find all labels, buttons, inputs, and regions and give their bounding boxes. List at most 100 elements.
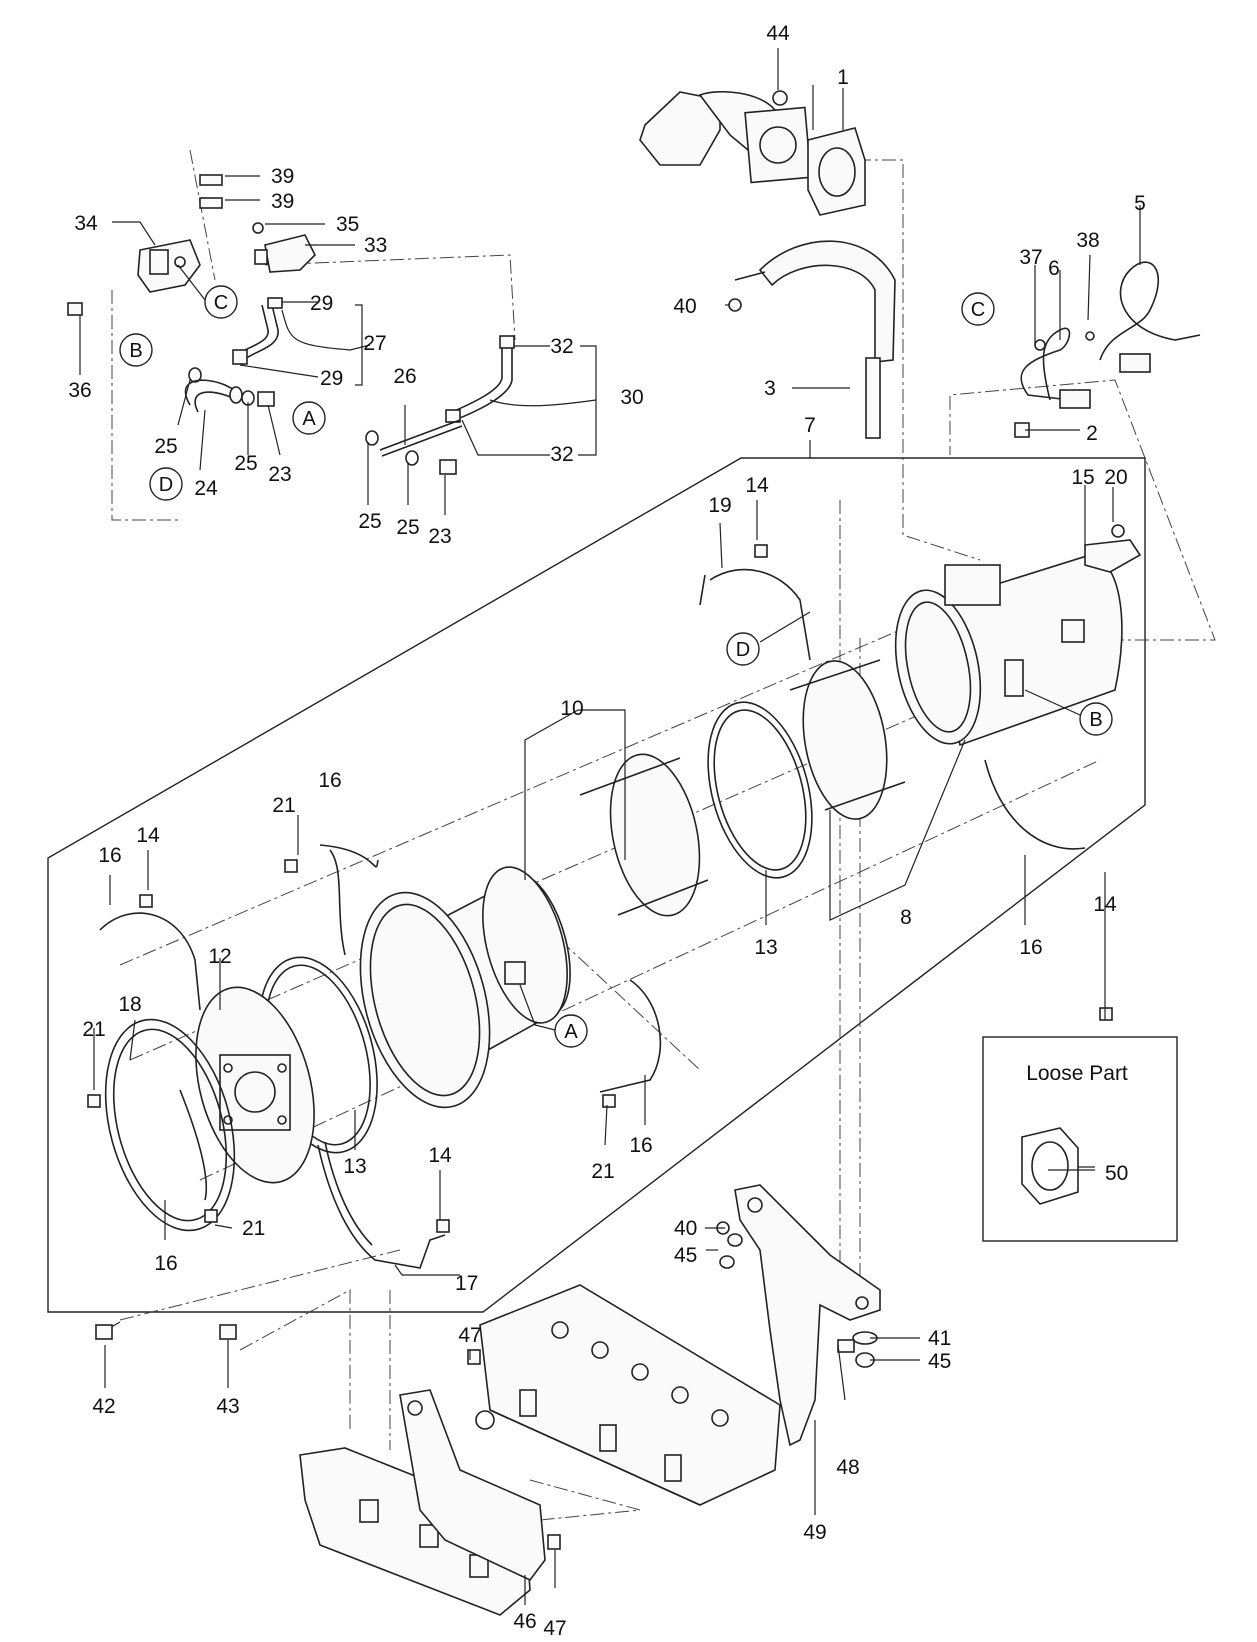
label-12: 12 xyxy=(208,945,231,968)
pipe-24 xyxy=(184,379,243,413)
svg-text:B: B xyxy=(129,340,142,362)
dpf-outlet-housing xyxy=(894,554,1123,747)
filter-element-8 xyxy=(789,659,906,820)
label-13-left: 13 xyxy=(343,1155,366,1178)
strap-3 xyxy=(728,240,896,439)
callout-C-top: C xyxy=(204,285,238,319)
label-30: 30 xyxy=(620,386,643,409)
svg-text:B: B xyxy=(1089,709,1102,731)
callout-D-right: D xyxy=(726,632,760,666)
label-44: 44 xyxy=(766,22,790,45)
label-7: 7 xyxy=(804,414,816,437)
callout-C-right: C xyxy=(961,292,995,326)
label-17: 17 xyxy=(455,1272,478,1295)
label-20: 20 xyxy=(1104,466,1127,489)
label-45-b: 45 xyxy=(928,1350,951,1373)
doc-element-10 xyxy=(579,753,709,917)
label-41: 41 xyxy=(928,1327,951,1350)
label-32-bottom: 32 xyxy=(550,443,573,466)
label-34: 34 xyxy=(74,212,98,235)
label-21-center: 21 xyxy=(591,1160,614,1183)
exhaust-manifold xyxy=(299,1447,531,1616)
bolts xyxy=(87,422,1113,1550)
cylinder-head xyxy=(479,1284,781,1506)
pressure-sensor-33 xyxy=(252,222,316,273)
clamp-19 xyxy=(699,568,811,661)
label-25-a: 25 xyxy=(154,435,177,458)
label-39-a: 39 xyxy=(271,165,294,188)
label-6: 6 xyxy=(1048,257,1060,280)
label-42: 42 xyxy=(92,1395,115,1418)
label-14-left: 14 xyxy=(136,824,160,847)
label-36: 36 xyxy=(68,379,91,402)
label-18: 18 xyxy=(118,993,141,1016)
label-23-a: 23 xyxy=(268,463,291,486)
label-10: 10 xyxy=(560,697,583,720)
label-43: 43 xyxy=(216,1395,239,1418)
pipe-26 xyxy=(379,419,463,457)
label-23-b: 23 xyxy=(428,525,451,548)
loose-part-box xyxy=(982,1036,1178,1242)
label-25-c: 25 xyxy=(358,510,381,533)
bracket-15 xyxy=(1084,524,1142,573)
label-47-top: 47 xyxy=(458,1324,481,1347)
label-1: 1 xyxy=(837,66,849,89)
bracket-17 xyxy=(317,1141,446,1269)
label-40-bottom: 40 xyxy=(674,1217,697,1240)
leader-lines xyxy=(79,48,1141,1605)
label-50: 50 xyxy=(1105,1162,1128,1185)
label-16-bottom: 16 xyxy=(154,1252,177,1275)
label-5: 5 xyxy=(1134,192,1146,215)
label-27: 27 xyxy=(363,332,386,355)
label-14-bottom: 14 xyxy=(428,1144,452,1167)
gasket-13-right xyxy=(707,701,813,879)
flange-18 xyxy=(104,1018,236,1232)
label-14-right: 14 xyxy=(1093,893,1117,916)
svg-text:C: C xyxy=(214,292,228,314)
label-25-b: 25 xyxy=(234,452,257,475)
label-3: 3 xyxy=(764,377,776,400)
svg-text:D: D xyxy=(159,474,173,496)
label-45-a: 45 xyxy=(674,1244,697,1267)
sensor-harness xyxy=(1020,261,1201,409)
hose-assembly-30 xyxy=(445,335,515,423)
label-21-bottom: 21 xyxy=(242,1217,265,1240)
clips-39 xyxy=(199,174,223,209)
label-49: 49 xyxy=(803,1521,826,1544)
label-47-bottom: 47 xyxy=(543,1617,566,1640)
label-25-d: 25 xyxy=(396,516,419,539)
loose-part-title: Loose Part xyxy=(1026,1062,1128,1085)
washers-and-bolts xyxy=(67,302,457,475)
label-8: 8 xyxy=(900,906,912,929)
label-37: 37 xyxy=(1019,246,1042,269)
callout-B-right: B xyxy=(1079,702,1113,736)
loose-gasket-50 xyxy=(1021,1127,1079,1205)
label-35: 35 xyxy=(336,213,359,236)
label-21-left: 21 xyxy=(82,1018,105,1041)
svg-text:C: C xyxy=(971,299,985,321)
callout-B-left: B xyxy=(119,333,153,367)
svg-text:A: A xyxy=(564,1021,578,1043)
label-16-center: 16 xyxy=(629,1134,652,1157)
label-46: 46 xyxy=(513,1610,536,1633)
assembly-frame-7 xyxy=(47,457,1146,1313)
label-40-top: 40 xyxy=(673,295,696,318)
sensor-bracket-34 xyxy=(137,239,201,293)
label-48: 48 xyxy=(836,1456,859,1479)
label-16-right: 16 xyxy=(1019,936,1042,959)
catalyst-housing xyxy=(359,866,571,1109)
label-16-left: 16 xyxy=(98,844,121,867)
label-38: 38 xyxy=(1076,229,1099,252)
gasket-1 xyxy=(807,127,866,216)
callout-A-left: A xyxy=(292,401,326,435)
label-19: 19 xyxy=(708,494,731,517)
svg-text:D: D xyxy=(736,639,750,661)
part-labels: 44 1 5 38 37 6 40 3 2 7 39 39 34 35 33 2… xyxy=(68,22,1146,1640)
label-15: 15 xyxy=(1071,466,1094,489)
label-24: 24 xyxy=(194,477,218,500)
label-29-bottom: 29 xyxy=(320,367,343,390)
label-32-top: 32 xyxy=(550,335,573,358)
label-2: 2 xyxy=(1086,422,1098,445)
label-14-top: 14 xyxy=(745,474,769,497)
